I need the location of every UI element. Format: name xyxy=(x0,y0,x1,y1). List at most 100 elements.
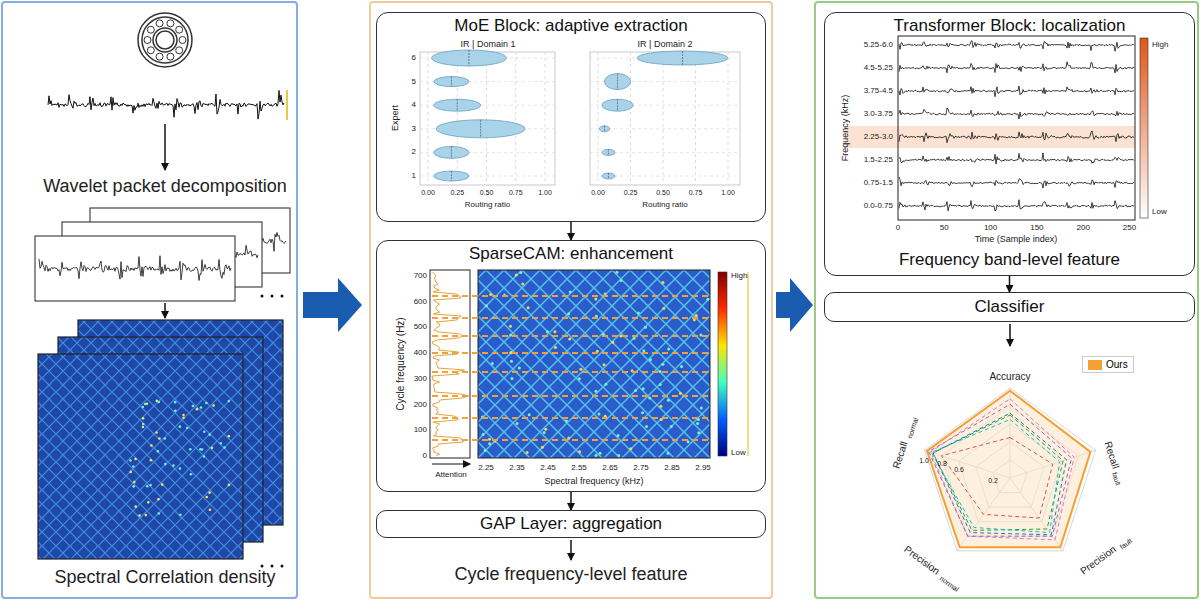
cycle-marker xyxy=(432,335,710,337)
cycle-marker xyxy=(432,371,710,373)
cam-spot xyxy=(634,389,637,392)
wavelet-signal xyxy=(39,256,231,281)
scd-spot xyxy=(157,498,160,501)
band-label: 0.0-0.75 xyxy=(864,202,893,211)
flow-arrow xyxy=(570,222,572,240)
tick-label: 0.00 xyxy=(421,189,435,197)
violin-median xyxy=(617,74,618,90)
tick-label: 2 xyxy=(412,148,416,157)
cam-spot xyxy=(488,438,491,441)
grid-line xyxy=(515,52,516,185)
scale-label: 0.2 xyxy=(988,477,998,485)
tick-label: 100 xyxy=(414,426,427,435)
bearing-ball xyxy=(167,20,174,27)
scd-spot xyxy=(138,514,141,517)
stage-label: Spectral Correlation density xyxy=(54,568,275,588)
cam-spot xyxy=(644,326,647,329)
violin-median xyxy=(608,173,609,179)
axis-label: Routing ratio xyxy=(642,201,687,210)
attention-curve xyxy=(432,272,469,456)
tick-label: 2.45 xyxy=(540,464,556,473)
cam-spot xyxy=(527,306,530,309)
tick-label: 2.25 xyxy=(478,464,494,473)
scd-spot xyxy=(142,426,145,429)
violin-median xyxy=(457,99,458,111)
cam-spot xyxy=(642,387,645,390)
cam-spot xyxy=(670,425,673,428)
cam-spot xyxy=(565,420,568,423)
colorbar-label: Low xyxy=(731,449,746,458)
band-label: 3.0-3.75 xyxy=(864,110,893,119)
cam-spot xyxy=(510,360,513,363)
cam-spot xyxy=(680,365,683,368)
scd-spot xyxy=(208,433,211,436)
legend-text: Ours xyxy=(1106,359,1128,370)
grid-line xyxy=(545,52,546,185)
scd-spot xyxy=(158,401,161,404)
block-box: SparseCAM: enhancement xyxy=(376,240,766,492)
scd-spot xyxy=(223,446,226,449)
tick-label: 0.25 xyxy=(450,189,464,197)
cam-spot xyxy=(578,377,581,380)
violin xyxy=(599,126,609,132)
tick-label: 200 xyxy=(414,400,427,409)
ellipsis-dot xyxy=(261,295,264,298)
scd-map xyxy=(38,354,243,559)
band-label: 3.75-4.5 xyxy=(864,87,893,96)
block-title: Transformer Block: localization xyxy=(825,16,1194,36)
scd-spot xyxy=(150,459,153,462)
cam-spot xyxy=(619,334,622,337)
grid-line xyxy=(695,52,696,185)
cam-spot xyxy=(637,312,640,315)
violin xyxy=(602,149,615,155)
cam-spot xyxy=(544,428,547,431)
tick-label: 2.35 xyxy=(509,464,525,473)
scd-spot xyxy=(174,409,177,412)
cam-spot xyxy=(629,447,632,450)
cam-spot xyxy=(541,446,544,449)
cam-spot xyxy=(491,362,494,365)
scd-spot xyxy=(142,417,145,420)
scd-spot xyxy=(211,447,214,450)
scd-spot xyxy=(179,467,182,470)
tick-label: 2.95 xyxy=(695,464,711,473)
cam-spot xyxy=(604,292,607,295)
band-label: 4.5-5.25 xyxy=(864,64,893,73)
cam-spot xyxy=(567,312,570,315)
axis-label: Frequency (kHz) xyxy=(841,95,851,162)
cam-spot xyxy=(510,377,513,380)
cam-spot xyxy=(515,273,518,276)
colorbar-label: High xyxy=(731,272,747,281)
cam-spot xyxy=(620,279,623,282)
cam-spot xyxy=(661,363,664,366)
grid-line xyxy=(630,52,631,185)
tick-label: 2.75 xyxy=(633,464,649,473)
ellipsis-dot xyxy=(271,295,274,298)
scd-spot xyxy=(182,414,185,417)
axis-label: Attention xyxy=(435,471,467,480)
tick-label: 1.00 xyxy=(721,189,735,197)
scd-spot xyxy=(172,464,175,467)
accent-line xyxy=(747,272,749,456)
ellipsis-dot xyxy=(281,565,284,568)
cam-spot xyxy=(700,407,703,410)
legend-entry: Ours xyxy=(1082,356,1134,373)
tick-label: 400 xyxy=(414,349,427,358)
block-title: GAP Layer: aggregation xyxy=(377,514,765,534)
axis-label: Time (Sample index) xyxy=(975,235,1058,245)
tick-label: 0.75 xyxy=(689,189,703,197)
axis-label: Spectral frequency (kHz) xyxy=(544,477,643,487)
band-label: 2.25-3.0 xyxy=(864,133,893,142)
scd-spot xyxy=(132,485,135,488)
scd-spot xyxy=(196,408,199,411)
plot-frame xyxy=(590,52,740,185)
block-caption: Frequency band-level feature xyxy=(825,250,1194,270)
radar-fill xyxy=(927,391,1091,548)
cam-spot xyxy=(645,425,648,428)
tick-label: 0 xyxy=(423,452,427,461)
scd-spot xyxy=(174,401,177,404)
scd-spot xyxy=(190,473,193,476)
scd-spot xyxy=(212,404,215,407)
tick-label: 6 xyxy=(412,54,416,63)
band-signal xyxy=(899,108,1134,119)
